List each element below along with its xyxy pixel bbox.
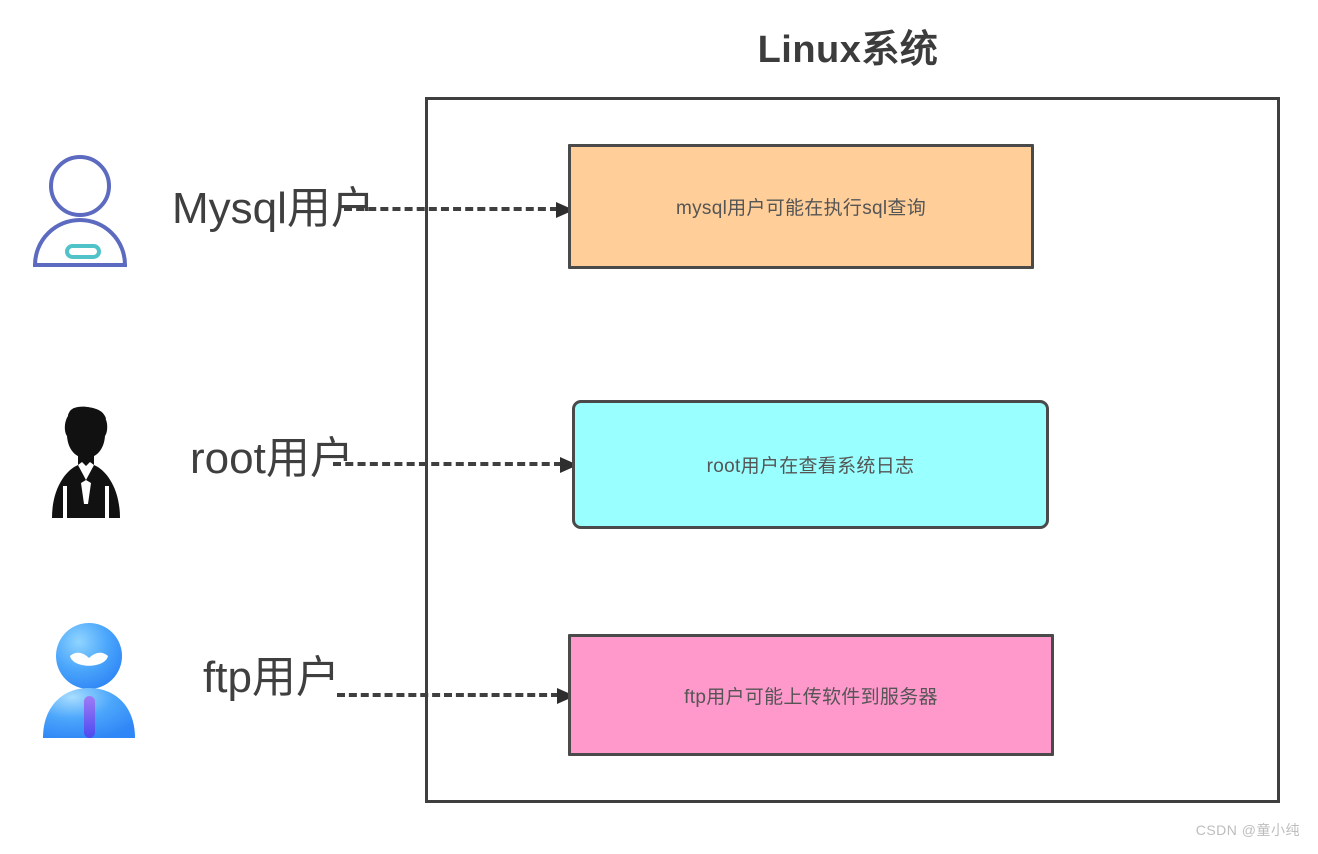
watermark: CSDN @童小纯	[1195, 822, 1300, 838]
process-box-root: root用户在查看系统日志	[572, 400, 1049, 529]
dashed-line	[333, 462, 562, 466]
user-row-mysql: Mysql用户	[28, 150, 375, 268]
process-box-ftp: ftp用户可能上传软件到服务器	[568, 634, 1054, 756]
user-label-root: root用户	[190, 434, 354, 483]
businessman-silhouette-avatar-icon	[38, 400, 134, 518]
process-box-mysql: mysql用户可能在执行sql查询	[568, 144, 1034, 269]
dashed-line	[344, 207, 558, 211]
connector-arrow-ftp	[337, 688, 575, 704]
user-label-mysql: Mysql用户	[172, 184, 375, 233]
process-box-mysql-text: mysql用户可能在执行sql查询	[675, 198, 926, 219]
connector-arrow-mysql	[344, 202, 574, 218]
page-title: Linux系统	[757, 29, 939, 71]
blue-gradient-avatar-icon	[35, 618, 143, 738]
linux-system-container	[425, 97, 1280, 803]
user-outline-avatar-icon	[28, 150, 132, 268]
process-box-root-text: root用户在查看系统日志	[706, 456, 915, 477]
process-box-ftp-text: ftp用户可能上传软件到服务器	[684, 686, 938, 708]
dashed-line	[337, 693, 559, 697]
user-row-ftp: ftp用户	[35, 618, 340, 738]
user-label-ftp: ftp用户	[203, 653, 340, 702]
user-row-root: root用户	[38, 400, 354, 518]
connector-arrow-root	[333, 457, 578, 473]
